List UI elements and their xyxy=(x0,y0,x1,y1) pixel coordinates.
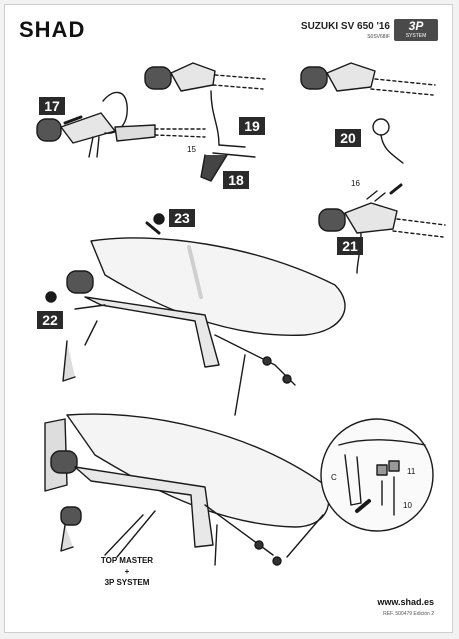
indicator-detail-17 xyxy=(36,91,206,158)
caption-line-3: 3P SYSTEM xyxy=(104,578,150,587)
step-label-22: 22 xyxy=(37,311,63,329)
model-ref-code: S0SV68IF xyxy=(367,34,390,40)
check-icon xyxy=(45,213,165,303)
model-title: SUZUKI SV 650 '16 xyxy=(300,21,390,32)
step-label-21: 21 xyxy=(337,237,363,255)
indicator-detail-20 xyxy=(300,62,436,164)
tail-assembly-22-23 xyxy=(62,221,346,416)
callout-15: 15 xyxy=(187,145,196,154)
step-label-23: 23 xyxy=(169,209,195,227)
instruction-page: SHAD SUZUKI SV 650 '16 S0SV68IF 3P SYSTE… xyxy=(4,4,453,633)
step-label-17: 17 xyxy=(39,97,65,115)
website-link[interactable]: www.shad.es xyxy=(377,597,434,607)
indicator-detail-18-19 xyxy=(144,62,266,182)
caption-line-1: TOP MASTER xyxy=(100,556,154,565)
system-badge: 3P SYSTEM xyxy=(394,19,438,41)
callout-16: 16 xyxy=(351,179,360,188)
step-label-20: 20 xyxy=(335,129,361,147)
step-label-19: 19 xyxy=(239,117,265,135)
callout-11: 11 xyxy=(407,467,416,476)
brand-logo: SHAD xyxy=(19,17,86,42)
system-badge-main: 3P xyxy=(408,19,424,33)
footer-ref: REF. 500479 Edición 2 xyxy=(383,611,434,617)
tail-assembly-final xyxy=(44,413,330,566)
caption-line-2: + xyxy=(124,567,130,576)
step-label-18: 18 xyxy=(223,171,249,189)
callout-10: 10 xyxy=(403,501,412,510)
system-badge-sub: SYSTEM xyxy=(405,33,427,39)
zoom-detail xyxy=(286,418,434,558)
assembly-illustration xyxy=(36,62,446,566)
system-caption: TOP MASTER + 3P SYSTEM xyxy=(77,555,177,588)
callout-c: C xyxy=(331,473,337,482)
indicator-detail-21 xyxy=(318,183,446,274)
